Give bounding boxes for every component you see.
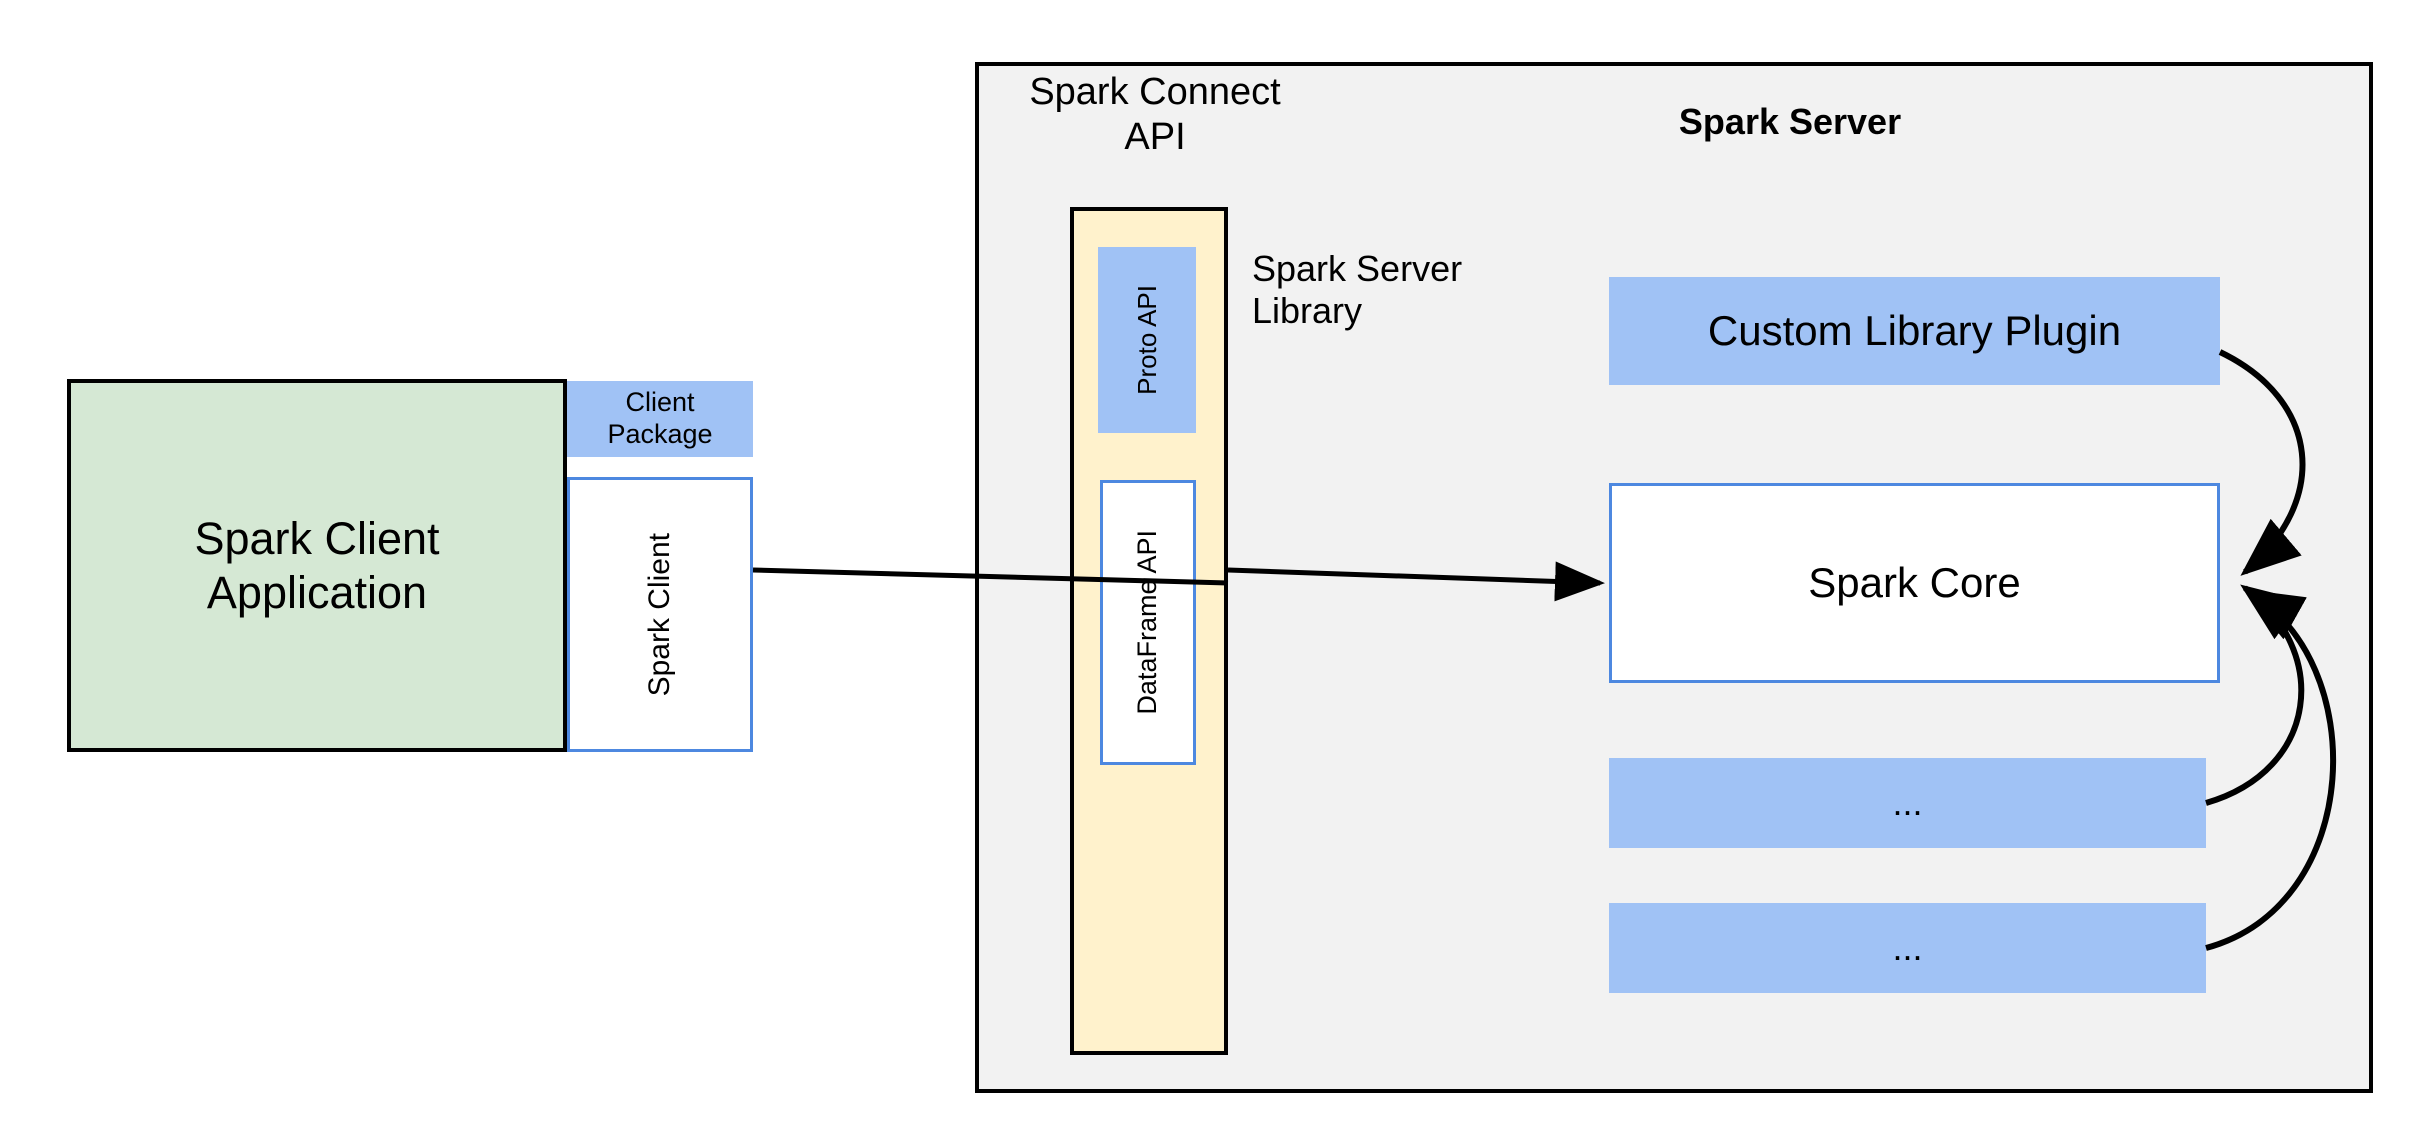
spark-server-title: Spark Server bbox=[1678, 100, 1902, 142]
spark-client-label: Spark Client bbox=[643, 532, 677, 697]
spark-client-box[interactable]: Spark Client bbox=[567, 477, 753, 752]
dataframe-api-label: DataFrame API bbox=[1132, 530, 1163, 715]
spark-connect-api-label: Spark Connect API bbox=[1029, 71, 1281, 158]
proto-api-box[interactable]: Proto API bbox=[1098, 247, 1196, 433]
spark-client-application-box[interactable]: Spark Client Application bbox=[67, 379, 567, 752]
spark-core-box[interactable]: Spark Core bbox=[1609, 483, 2220, 683]
spark-server-library-label: Spark Server Library bbox=[1252, 248, 1463, 332]
ellipsis-box-1[interactable]: ... bbox=[1609, 758, 2206, 848]
dataframe-api-box[interactable]: DataFrame API bbox=[1100, 480, 1196, 765]
proto-api-label: Proto API bbox=[1131, 285, 1162, 395]
client-package-box[interactable]: Client Package bbox=[567, 381, 753, 457]
custom-library-plugin-box[interactable]: Custom Library Plugin bbox=[1609, 277, 2220, 385]
ellipsis-box-2[interactable]: ... bbox=[1609, 903, 2206, 993]
